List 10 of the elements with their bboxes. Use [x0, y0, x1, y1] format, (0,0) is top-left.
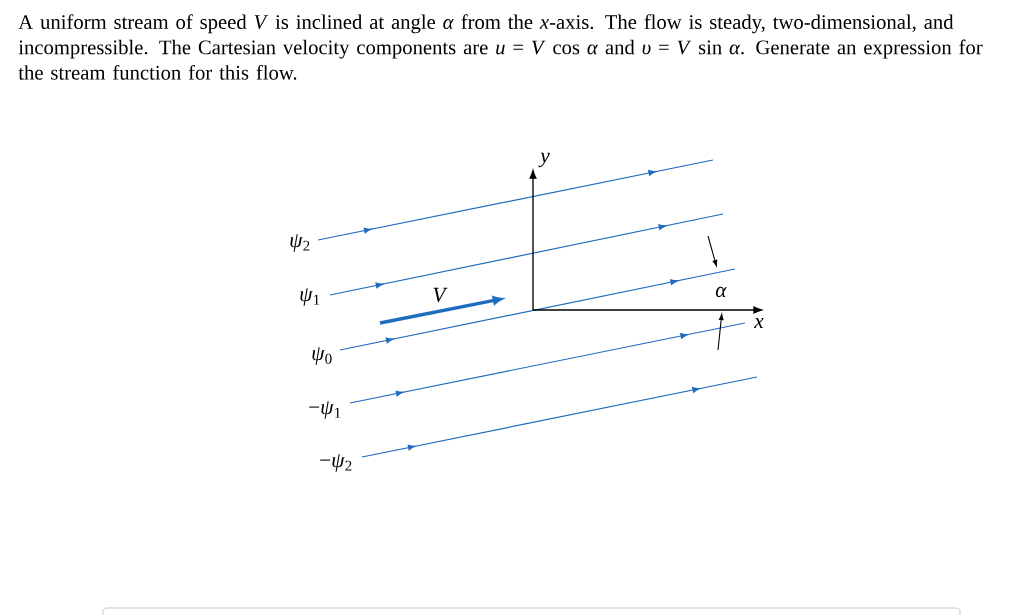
axis-label: y [538, 152, 550, 168]
axis-label: ψ$_{1}$ [300, 288, 320, 306]
axis-label: x [754, 318, 764, 328]
axis-label: −ψ$_{1}$ [309, 401, 341, 419]
axis-label: ψ$_{0}$ [312, 347, 332, 365]
axis-label: ψ$_{2}$ [290, 234, 310, 252]
axis-label: V [433, 287, 448, 303]
axis-label: −ψ$_{2}$ [320, 454, 352, 472]
axis-label: α [715, 286, 727, 298]
problem-text: A uniform stream of speed V is inclined at angle α from the x-axis. The flow is steady, two-dimensional, and incompressible. The Cartesian velocity components are u = V cos α and υ = V sin α. Generate an expression for the stream function for this flow. [18, 14, 983, 80]
